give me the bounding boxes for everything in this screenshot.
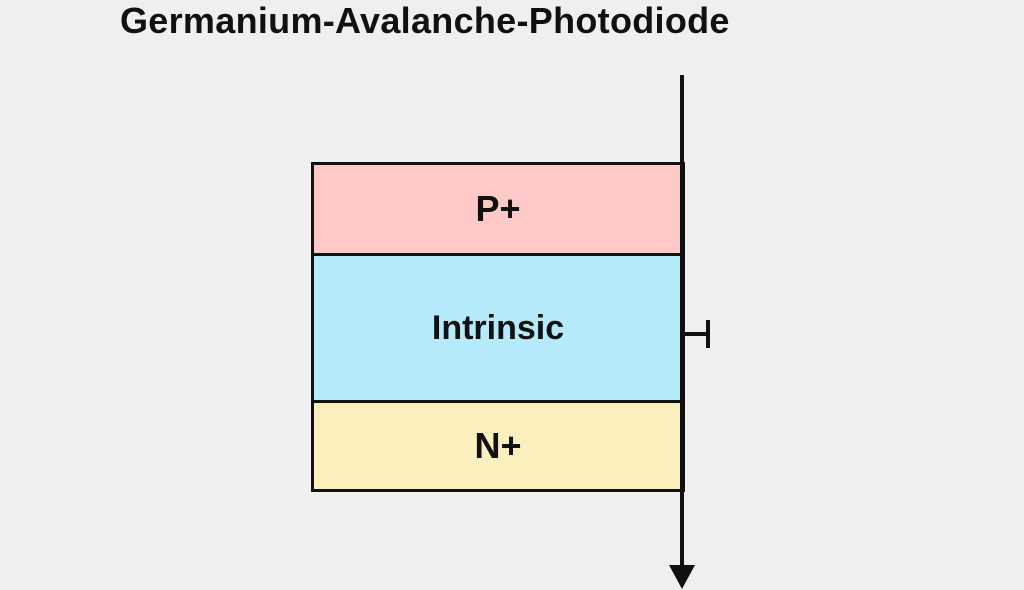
- p-plus-layer: P+: [314, 165, 682, 256]
- intrinsic-layer: Intrinsic: [314, 256, 682, 403]
- n-plus-label: N+: [474, 425, 522, 466]
- diagram-title: Germanium-Avalanche-Photodiode: [120, 0, 730, 41]
- n-plus-layer: N+: [314, 403, 682, 489]
- arrow-down-icon: [669, 565, 695, 589]
- p-plus-label: P+: [475, 188, 521, 229]
- diode-layer-stack: P+ Intrinsic N+: [311, 162, 685, 492]
- intrinsic-label: Intrinsic: [431, 308, 565, 347]
